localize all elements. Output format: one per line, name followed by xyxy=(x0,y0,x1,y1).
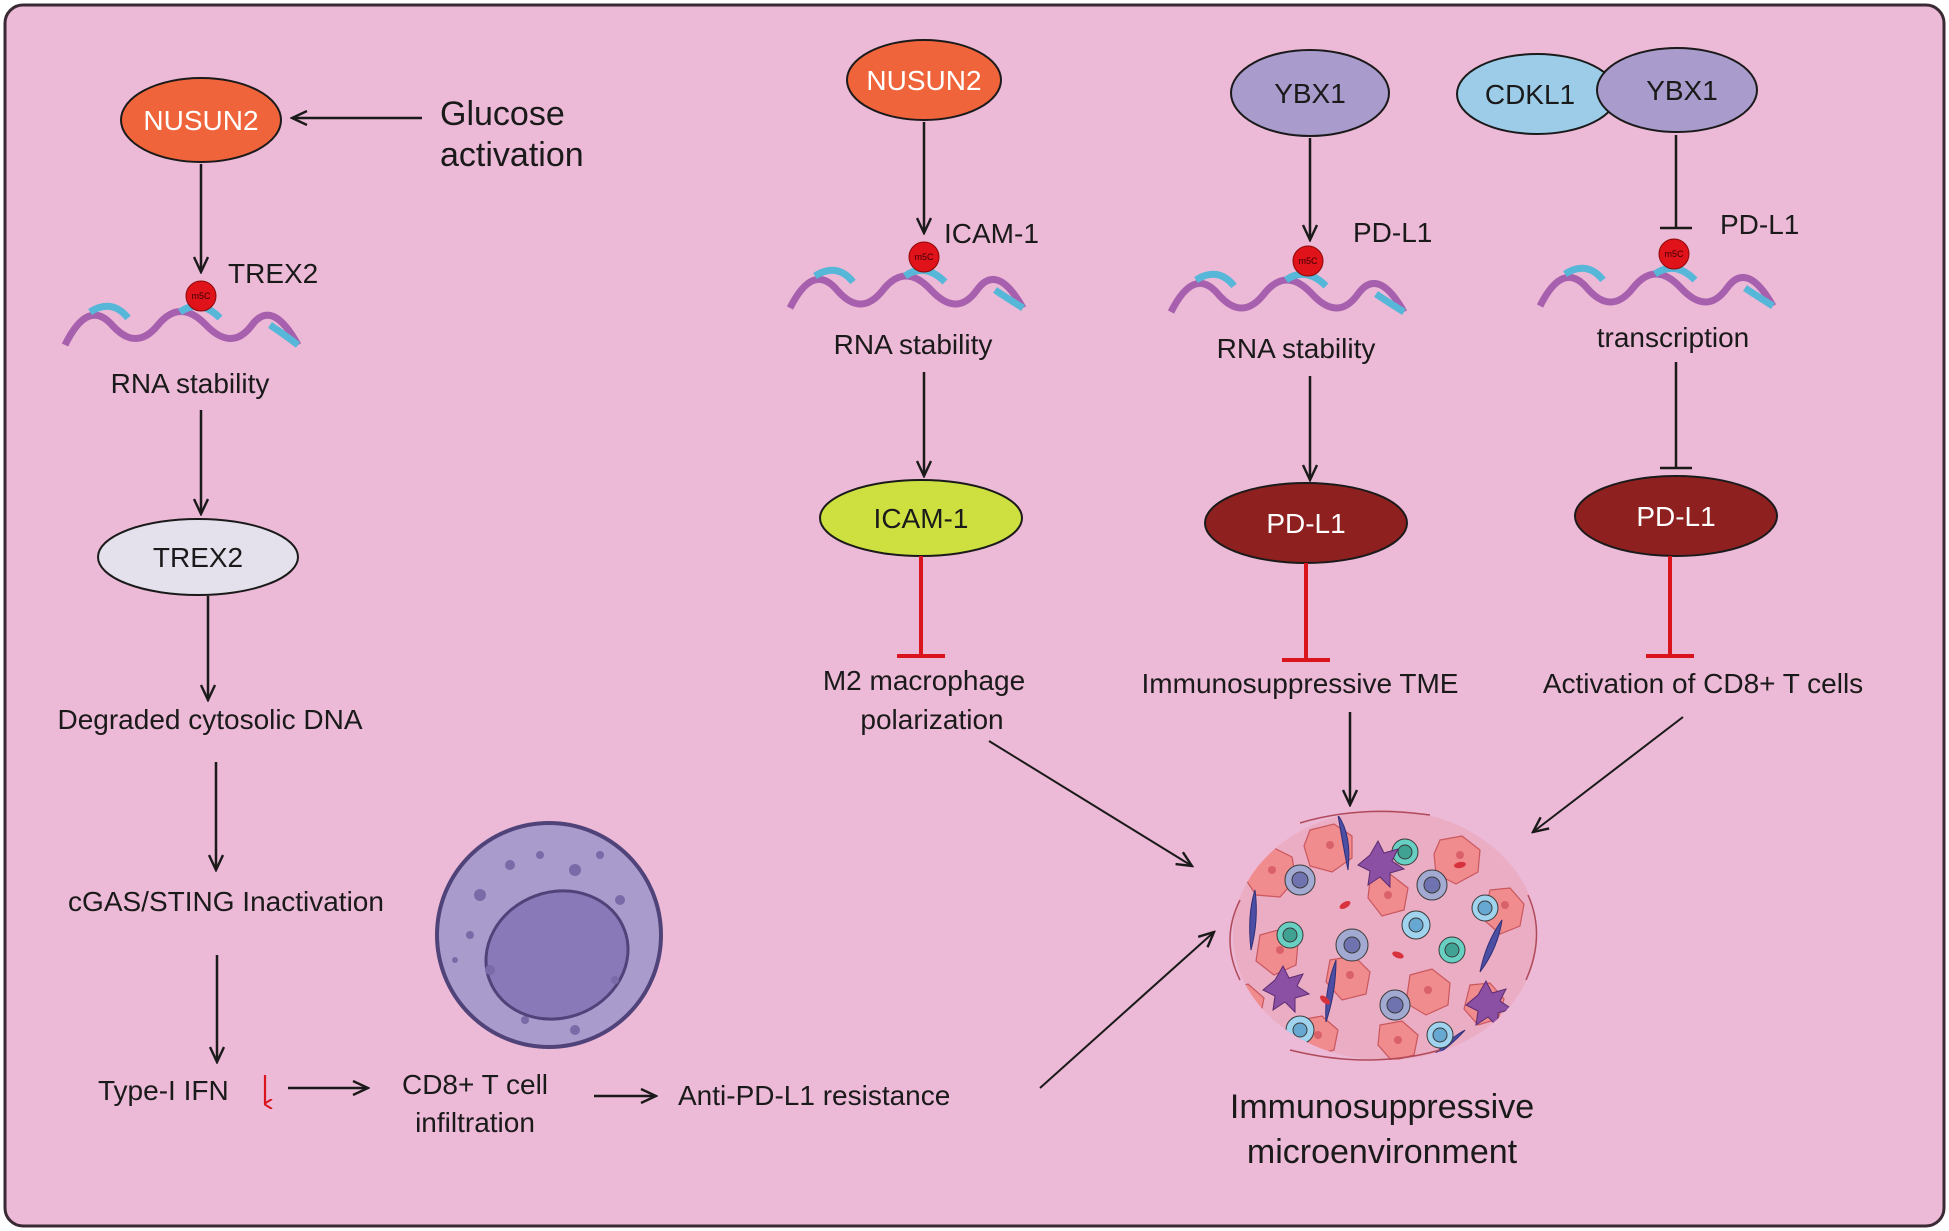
tumor-microenvironment-illustration xyxy=(1229,810,1538,1061)
m5c-label-trex2: m5C xyxy=(191,291,211,301)
nusun2-label-mid: NUSUN2 xyxy=(866,65,981,96)
m5c-label-pdl1-b: m5C xyxy=(1664,249,1684,259)
icam1-rna-target-label: ICAM-1 xyxy=(944,218,1039,249)
pdl1-protein-label-b: PD-L1 xyxy=(1636,501,1715,532)
m5c-dot-trex2 xyxy=(185,280,217,312)
pathway-2: NUSUN2 m5C ICAM-1 RNA stability ICAM-1 M… xyxy=(786,39,1192,866)
rna-stability-label-3: RNA stability xyxy=(1217,333,1376,364)
cd8-infiltration-line1: CD8+ T cell xyxy=(402,1069,548,1100)
degraded-dna-label: Degraded cytosolic DNA xyxy=(57,704,362,735)
type-i-ifn-label: Type-I IFN xyxy=(98,1075,229,1106)
rna-stability-label-2: RNA stability xyxy=(834,329,993,360)
microenvironment-title-line1: Immunosuppressive xyxy=(1230,1088,1534,1126)
ybx1-node xyxy=(1230,49,1390,137)
trex2-rna-target-label: TREX2 xyxy=(228,258,318,289)
pathway-4: CDKL1 YBX1 m5C PD-L1 transcription PD-L1… xyxy=(1456,47,1863,832)
ybx1-label-right: YBX1 xyxy=(1646,75,1718,106)
ybx1-node-right xyxy=(1596,47,1758,133)
pdl1-protein-node-b xyxy=(1574,475,1778,557)
ybx1-label: YBX1 xyxy=(1274,78,1346,109)
rna-stability-label-1: RNA stability xyxy=(111,368,270,399)
m2-polarization-line1: M2 macrophage xyxy=(823,665,1025,696)
m5c-label-pdl1-a: m5C xyxy=(1298,256,1318,266)
glucose-label-line2: activation xyxy=(440,136,584,174)
t-cell-illustration xyxy=(435,821,663,1049)
nusun2-node-mid xyxy=(846,39,1002,121)
m2-polarization-line2: polarization xyxy=(860,704,1003,735)
anti-pdl1-resistance-label: Anti-PD-L1 resistance xyxy=(678,1080,950,1111)
arrow-resistance-to-tme xyxy=(1039,932,1214,1089)
background-panel xyxy=(3,3,1946,1228)
pathway-3: YBX1 m5C PD-L1 RNA stability PD-L1 Immun… xyxy=(1142,49,1459,805)
arrow-m2-to-tme xyxy=(988,740,1192,866)
cdkl1-label: CDKL1 xyxy=(1485,79,1575,110)
m5c-dot-pdl1-a xyxy=(1292,245,1324,277)
pdl1-protein-label-a: PD-L1 xyxy=(1266,508,1345,539)
immunosuppressive-tme-label: Immunosuppressive TME xyxy=(1142,668,1459,699)
m5c-dot-icam1 xyxy=(908,241,940,273)
cd8-activation-label: Activation of CD8+ T cells xyxy=(1543,668,1863,699)
transcription-label: transcription xyxy=(1597,322,1750,353)
nusun2-node-left xyxy=(120,77,282,163)
nusun2-label-left: NUSUN2 xyxy=(143,105,258,136)
m5c-dot-pdl1-b xyxy=(1658,238,1690,270)
cgas-sting-label: cGAS/STING Inactivation xyxy=(68,886,384,917)
pdl1-rna-target-label-a: PD-L1 xyxy=(1353,217,1432,248)
m5c-label-icam1: m5C xyxy=(914,252,934,262)
icam1-protein-label: ICAM-1 xyxy=(874,503,969,534)
cd8-infiltration-line2: infiltration xyxy=(415,1107,535,1138)
glucose-label-line1: Glucose xyxy=(440,95,565,133)
microenvironment-title-line2: microenvironment xyxy=(1247,1133,1518,1171)
trex2-protein-node xyxy=(97,518,299,596)
arrow-cd8-activation-to-tme xyxy=(1533,716,1684,832)
trex2-protein-label: TREX2 xyxy=(153,542,243,573)
pathway-1: NUSUN2 Glucose activation m5C TREX2 RNA … xyxy=(57,77,950,1138)
pdl1-rna-target-label-b: PD-L1 xyxy=(1720,209,1799,240)
